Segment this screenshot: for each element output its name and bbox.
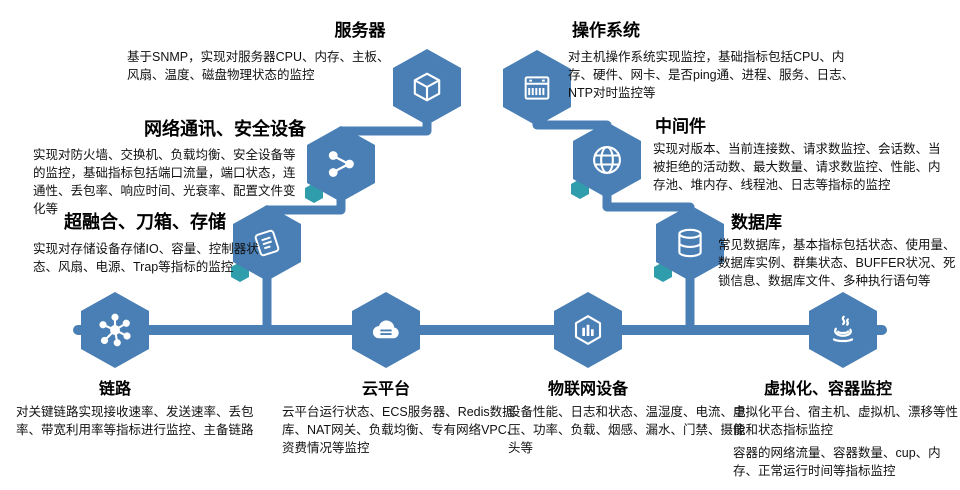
virtualization-hexagon <box>809 292 877 368</box>
os-title: 操作系统 <box>572 21 640 40</box>
os-desc: 对主机操作系统实现监控，基础指标包括CPU、内存、硬件、网卡、是否ping通、进… <box>568 50 855 101</box>
container-desc: 容器的网络流量、容器数量、cup、内存、正常运行时间等指标监控 <box>733 446 941 479</box>
scroll-icon <box>254 229 280 257</box>
cloud-icon <box>372 320 399 339</box>
link-hexagon <box>81 292 149 368</box>
cloud-title: 云平台 <box>361 381 410 398</box>
network-nodes-icon <box>328 151 354 177</box>
virtualization-desc: 虚拟化平台、宿主机、虚拟机、漂移等性能和状态指标监控 <box>733 405 959 438</box>
storage-hexagon <box>233 205 301 281</box>
iot-title: 物联网设备 <box>547 381 628 398</box>
cloud-desc: 云平台运行状态、ECS服务器、Redis数据库、NAT网关、负载均衡、专有网络V… <box>282 405 520 456</box>
network-security-desc: 实现对防火墙、交换机、负载均衡、安全设备等的监控，基础指标包括端口流量，端口状态… <box>33 148 296 217</box>
java-icon <box>832 315 854 343</box>
virtualization-title: 虚拟化、容器监控 <box>763 381 892 398</box>
network-security-title: 网络通讯、安全设备 <box>144 119 306 139</box>
server-hexagon <box>393 49 461 125</box>
middleware-title: 中间件 <box>655 117 706 136</box>
middleware-hexagon <box>573 122 641 198</box>
link-desc: 对关键链路实现接收速率、发送速率、丢包率、带宽利用率等指标进行监控、主备链路 <box>16 405 254 438</box>
server-desc: 基于SNMP，实现对服务器CPU、内存、主板、风扇、温度、磁盘物理状态的监控 <box>127 50 390 83</box>
cloud-hexagon <box>352 292 420 368</box>
hub-icon <box>99 313 131 347</box>
server-rack-icon <box>524 76 550 100</box>
database-icon <box>678 228 702 258</box>
database-hexagon <box>656 205 724 281</box>
cube-icon <box>413 72 441 102</box>
globe-icon <box>593 146 621 174</box>
server-title: 服务器 <box>334 21 386 40</box>
database-title: 数据库 <box>731 213 782 232</box>
database-desc: 常见数据库，基本指标包括状态、使用量、数据库实例、群集状态、BUFFER状况、死… <box>718 238 956 289</box>
iot-box-icon <box>574 315 602 345</box>
middleware-desc: 实现对版本、当前连接数、请求数监控、会话数、当被拒绝的活动数、最大数量、请求数监… <box>653 142 941 193</box>
os-hexagon <box>503 50 571 126</box>
network-security-hexagon <box>307 126 375 202</box>
iot-desc: 设备性能、日志和状态、温湿度、电流、电压、功率、负载、烟感、漏水、门禁、摄像头等 <box>508 405 746 456</box>
storage-title: 超融合、刀箱、存储 <box>64 212 226 232</box>
storage-desc: 实现对存储设备存储IO、容量、控制器状态、风扇、电源、Trap等指标的监控 <box>33 242 259 275</box>
link-title: 链路 <box>98 381 131 398</box>
iot-hexagon <box>554 292 622 368</box>
